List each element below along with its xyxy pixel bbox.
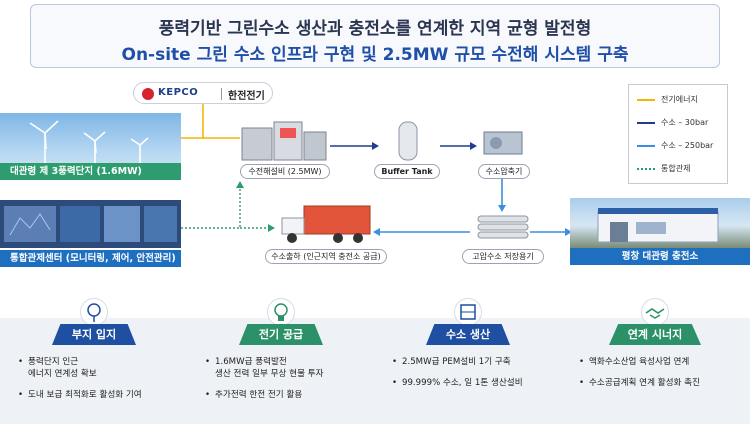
hydrogen-icon [454, 298, 482, 326]
list-item: 2.5MW급 PEM설비 1기 구축 [392, 356, 555, 368]
tree-icon [80, 298, 108, 326]
control-center-photo [0, 200, 181, 248]
summary-column-power: 전기 공급 1.6MW급 풍력발전 생산 전력 일부 무상 현물 투자 추가전력… [187, 298, 374, 424]
title-line-1: 풍력기반 그린수소 생산과 충전소를 연계한 지역 균형 발전형 [158, 19, 592, 39]
legend-swatch [637, 145, 655, 147]
buffer-tank-label: Buffer Tank [374, 164, 440, 179]
list-item: 추가전력 한전 전기 활용 [205, 389, 368, 401]
legend-item-electricity: 전기에너지 [637, 93, 727, 107]
summary-list-production: 2.5MW급 PEM설비 1기 구축 99.999% 수소, 일 1톤 생산설비 [392, 356, 555, 398]
handshake-icon [641, 298, 669, 326]
kepco-wordmark: KEPCO [158, 87, 199, 98]
storage-label: 고압수소 저장용기 [462, 249, 544, 264]
title-banner: 풍력기반 그린수소 생산과 충전소를 연계한 지역 균형 발전형 On-site… [30, 4, 720, 68]
list-item: 99.999% 수소, 일 1톤 생산설비 [392, 377, 555, 389]
legend-label: 통합관제 [661, 164, 691, 173]
kepco-mark-icon [142, 88, 154, 100]
buffer-tank-icon [398, 121, 418, 161]
summary-tab-site: 부지 입지 [52, 324, 136, 345]
legend-swatch [637, 122, 655, 124]
wind-farm-caption: 대관령 제 3풍력단지 (1.6MW) [0, 163, 181, 180]
arrowhead [470, 142, 477, 150]
control-center-caption: 통합관제센터 (모니터링, 제어, 안전관리) [0, 250, 181, 267]
storage-cylinders-icon [477, 215, 529, 239]
arrowhead [498, 205, 506, 212]
legend-item-control: 통합관제 [637, 162, 727, 176]
list-item: 도내 보급 최적화로 활성화 기여 [18, 389, 181, 401]
flow-diagram [181, 104, 572, 236]
title-line-2: On-site 그린 수소 인프라 구현 및 2.5MW 규모 수전해 시스템 … [121, 45, 629, 65]
arrowhead [268, 224, 275, 232]
summary-list-site: 풍력단지 인근 에너지 연계성 확보 도내 보급 최적화로 활성화 기여 [18, 356, 181, 410]
compressor-icon [483, 131, 523, 155]
compressor-label: 수소압축기 [478, 164, 530, 179]
legend-label: 수소 – 250bar [661, 141, 714, 150]
electrolysis-unit-icon [241, 121, 327, 161]
summary-tab-production: 수소 생산 [426, 324, 510, 345]
legend-item-h2-250bar: 수소 – 250bar [637, 139, 727, 153]
kepco-korean-name: 한전전기 [228, 91, 265, 102]
legend: 전기에너지 수소 – 30bar 수소 – 250bar 통합관제 [628, 84, 728, 184]
arrowhead [565, 228, 572, 236]
lightbulb-icon [267, 298, 295, 326]
summary-column-site: 부지 입지 풍력단지 인근 에너지 연계성 확보 도내 보급 최적화로 활성화 … [0, 298, 187, 424]
control-line-1 [181, 186, 241, 229]
electrolysis-label: 수전해설비 (2.5MW) [240, 164, 330, 179]
summary-column-production: 수소 생산 2.5MW급 PEM설비 1기 구축 99.999% 수소, 일 1… [374, 298, 561, 424]
list-item: 수소공급계획 연계 활성화 촉진 [579, 377, 742, 389]
summary-list-synergy: 액화수소산업 육성사업 연계 수소공급계획 연계 활성화 촉진 [579, 356, 742, 398]
summary-tab-synergy: 연계 시너지 [609, 324, 701, 345]
list-item: 액화수소산업 육성사업 연계 [579, 356, 742, 368]
list-item: 1.6MW급 풍력발전 생산 전력 일부 무상 현물 투자 [205, 356, 368, 380]
logo-divider [221, 88, 222, 100]
legend-label: 수소 – 30bar [661, 118, 709, 127]
summary-section: 부지 입지 풍력단지 인근 에너지 연계성 확보 도내 보급 최적화로 활성화 … [0, 298, 750, 424]
summary-list-power: 1.6MW급 풍력발전 생산 전력 일부 무상 현물 투자 추가전력 한전 전기… [205, 356, 368, 410]
charging-station-caption: 평창 대관령 충전소 [570, 248, 750, 265]
charging-station-photo [570, 198, 750, 248]
list-item: 풍력단지 인근 에너지 연계성 확보 [18, 356, 181, 380]
summary-tab-power: 전기 공급 [239, 324, 323, 345]
summary-column-synergy: 연계 시너지 액화수소산업 육성사업 연계 수소공급계획 연계 활성화 촉진 [561, 298, 748, 424]
tube-trailer-truck-icon [281, 205, 371, 243]
shipping-label: 수소출하 (인근지역 충전소 공급) [265, 249, 387, 264]
arrowhead [373, 228, 380, 236]
monitoring-screen-icon [4, 206, 177, 242]
kepco-logo: KEPCO 한전전기 [133, 82, 273, 104]
electricity-line-kepco [202, 104, 240, 139]
legend-label: 전기에너지 [661, 95, 698, 104]
station-building-icon [597, 208, 719, 243]
legend-item-h2-30bar: 수소 – 30bar [637, 116, 727, 130]
legend-swatch [637, 168, 655, 170]
arrowhead [372, 142, 379, 150]
legend-swatch [637, 99, 655, 101]
arrowhead [236, 181, 244, 188]
